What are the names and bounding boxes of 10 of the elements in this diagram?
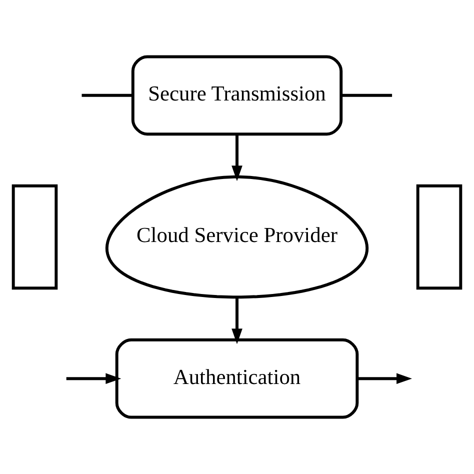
node-box xyxy=(416,184,462,290)
arrow xyxy=(357,373,412,384)
node-box: Secure Transmission xyxy=(131,55,343,136)
connector xyxy=(82,94,133,97)
arrow xyxy=(232,297,242,344)
connector xyxy=(341,94,392,97)
node-box: Authentication xyxy=(115,338,359,419)
arrow xyxy=(232,134,242,182)
node-box xyxy=(12,184,58,290)
arrow xyxy=(66,373,122,384)
